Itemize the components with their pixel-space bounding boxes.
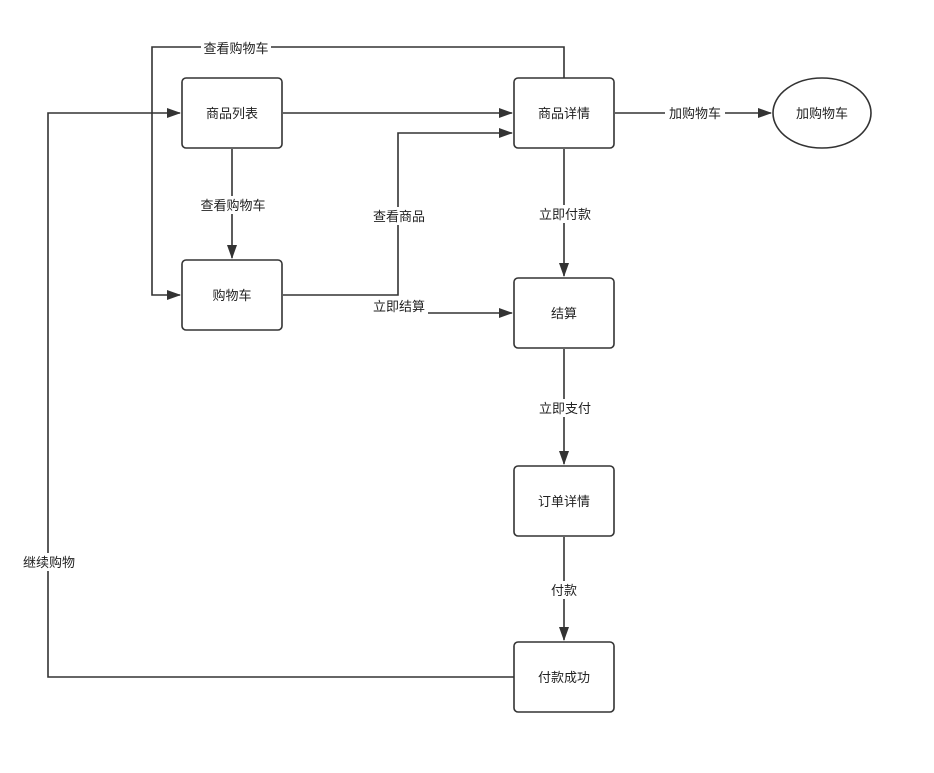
node-label-order-detail: 订单详情	[538, 495, 590, 510]
edge-pay-now: 立即付款	[535, 149, 595, 277]
node-product-detail: 商品详情	[513, 77, 615, 149]
node-label-add-to-cart: 加购物车	[796, 106, 848, 122]
edge-pay-immediately: 立即支付	[535, 349, 595, 465]
node-label-payment-success: 付款成功	[538, 671, 590, 686]
edge-view-cart: 查看购物车	[198, 149, 268, 259]
node-label-checkout: 结算	[551, 307, 577, 322]
edge-label-continue-shopping: 继续购物	[23, 555, 75, 571]
edge-label-add-to-cart: 加购物车	[669, 106, 721, 122]
edge-view-cart-top: 查看购物车	[151, 39, 565, 300]
node-label-product-list: 商品列表	[206, 107, 258, 122]
edge-continue-shopping: 继续购物	[19, 108, 514, 678]
edge-label-view-cart-top: 查看购物车	[203, 41, 268, 57]
edge-label-pay: 付款	[551, 584, 577, 599]
edge-add-to-cart: 加购物车	[615, 104, 772, 122]
edge-view-product: 查看商品	[283, 128, 513, 296]
node-label-product-detail: 商品详情	[538, 107, 590, 122]
node-label-cart: 购物车	[212, 288, 251, 304]
edge-label-checkout-now: 立即结算	[373, 300, 425, 315]
edge-label-pay-immediately: 立即支付	[539, 402, 591, 417]
node-add-to-cart: 加购物车	[772, 77, 872, 149]
edge-label-view-product: 查看商品	[373, 209, 425, 225]
edge-pay: 付款	[547, 537, 581, 641]
node-payment-success: 付款成功	[513, 641, 615, 713]
edge-checkout-now: 立即结算	[370, 297, 513, 318]
node-cart: 购物车	[181, 259, 283, 331]
node-checkout: 结算	[513, 277, 615, 349]
node-product-list: 商品列表	[181, 77, 283, 149]
edge-label-view-cart: 查看购物车	[200, 198, 265, 214]
edge-label-pay-now: 立即付款	[539, 208, 591, 223]
node-order-detail: 订单详情	[513, 465, 615, 537]
